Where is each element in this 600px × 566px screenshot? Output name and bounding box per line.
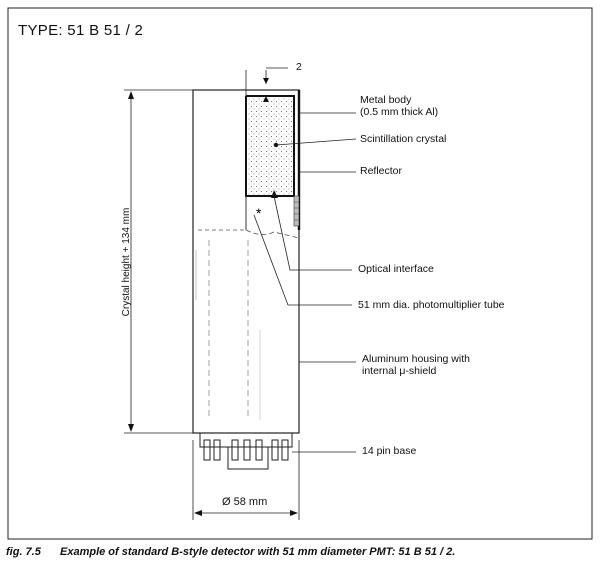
reflector-hatch — [293, 195, 300, 227]
metal-body-label: Metal body — [360, 94, 412, 106]
pmt-label: 51 mm dia. photomultiplier tube — [358, 299, 505, 311]
housing-sublabel: internal μ-shield — [362, 365, 437, 377]
housing-label: Aluminum housing with — [362, 353, 470, 365]
page-title: TYPE: 51 B 51 / 2 — [18, 22, 144, 39]
figure-caption: Example of standard B-style detector wit… — [60, 546, 456, 558]
leader-lines — [253, 112, 357, 453]
figure-border — [7, 7, 593, 540]
figure-number: fig. 7.5 — [6, 546, 41, 558]
metal-body-sublabel: (0.5 mm thick Al) — [360, 106, 439, 118]
pins — [203, 439, 289, 461]
optical-interface-label: Optical interface — [358, 263, 434, 275]
height-label: Crystal height + 134 mm — [121, 207, 132, 317]
crystal-label: Scintillation crystal — [360, 133, 447, 145]
scintillation-crystal — [246, 96, 294, 196]
reflector-label: Reflector — [360, 165, 403, 177]
top-gap-label: 2 — [296, 61, 302, 73]
width-label: Ø 58 mm — [222, 496, 268, 508]
star-marker: * — [256, 205, 262, 221]
pin-base-label: 14 pin base — [362, 445, 417, 457]
